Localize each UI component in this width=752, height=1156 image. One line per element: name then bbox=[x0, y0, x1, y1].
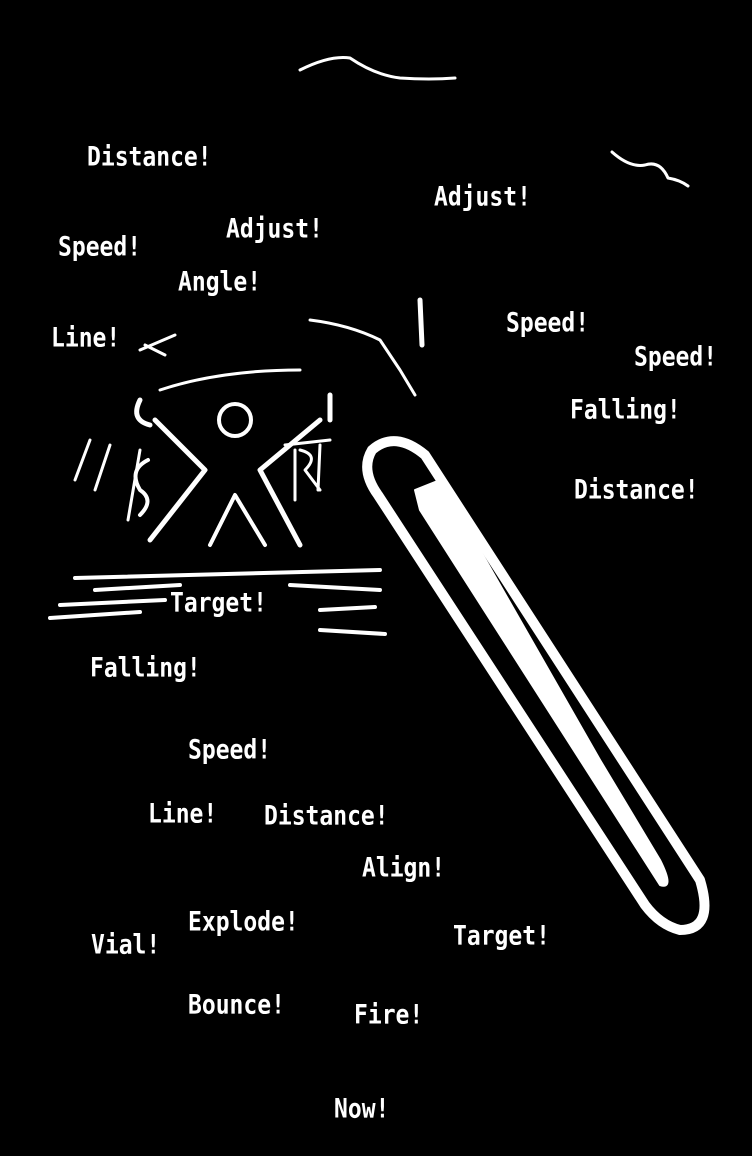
scribble-top bbox=[298, 56, 457, 81]
word-target: Target! bbox=[170, 588, 267, 619]
word-adjust: Adjust! bbox=[226, 214, 323, 245]
word-speed: Speed! bbox=[634, 342, 718, 373]
word-align: Align! bbox=[362, 853, 446, 884]
word-explode: Explode! bbox=[188, 907, 299, 938]
word-speed: Speed! bbox=[506, 308, 590, 339]
word-vial: Vial! bbox=[91, 930, 161, 961]
word-falling: Falling! bbox=[570, 395, 681, 426]
word-distance: Distance! bbox=[264, 801, 389, 832]
ground-streaks bbox=[48, 568, 387, 636]
scribble-right bbox=[610, 150, 690, 188]
word-angle: Angle! bbox=[178, 267, 262, 298]
word-adjust: Adjust! bbox=[434, 182, 531, 213]
word-bounce: Bounce! bbox=[188, 990, 285, 1021]
word-target: Target! bbox=[453, 921, 550, 952]
word-now: Now! bbox=[334, 1094, 390, 1125]
word-line: Line! bbox=[148, 799, 218, 830]
word-speed: Speed! bbox=[58, 232, 142, 263]
vial-icon bbox=[362, 436, 710, 935]
word-falling: Falling! bbox=[90, 653, 201, 684]
explosion-sketch bbox=[73, 297, 425, 548]
word-speed: Speed! bbox=[188, 735, 272, 766]
word-line: Line! bbox=[51, 323, 121, 354]
word-distance: Distance! bbox=[87, 142, 212, 173]
word-distance: Distance! bbox=[574, 475, 699, 506]
word-fire: Fire! bbox=[354, 1000, 424, 1031]
